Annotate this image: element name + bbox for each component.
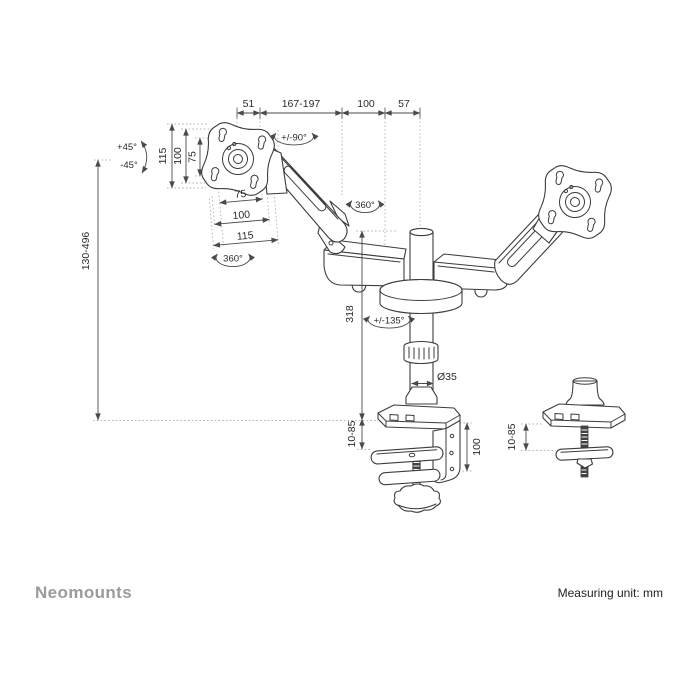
vesa-plate-left [198, 119, 278, 199]
angle-swivel: +/-90° [281, 133, 307, 144]
arm-rotation-icon [362, 315, 416, 329]
clamp-knob [393, 483, 441, 513]
dim-vesa-v-outer: 115 [157, 147, 169, 164]
dimension-lines [95, 107, 529, 472]
dim-top-arm-range: 167-197 [282, 98, 321, 110]
dim-vesa-h-inner: 75 [234, 188, 247, 201]
angle-vesa-rotation: 360° [223, 254, 243, 265]
dim-height-range: 130-496 [80, 232, 92, 271]
angle-tilt-up: +45° [117, 142, 137, 153]
tilt-arc-icon [140, 140, 148, 174]
gas-spring-arm-left [256, 143, 350, 255]
grommet-nut [576, 458, 594, 469]
angle-arm-rotation: +/-135° [373, 316, 404, 327]
rotation-disc [379, 278, 463, 315]
dim-grommet-range: 10-85 [506, 423, 518, 450]
dimension-labels: 51 167-197 100 57 115 100 75 75 100 115 … [80, 98, 518, 456]
angle-symbols [140, 132, 416, 329]
dim-vesa-v-inner: 75 [187, 151, 199, 163]
pole-base-flare [405, 386, 438, 405]
angle-tilt-down: -45° [120, 160, 138, 171]
dim-top-pole-offset: 57 [398, 98, 410, 110]
measuring-unit-label: Measuring unit: mm [558, 586, 663, 600]
dim-vesa-h-mid: 100 [232, 209, 251, 222]
angle-pole-rotation: 360° [355, 200, 375, 211]
grommet-bar [555, 446, 614, 461]
clamp-foot [378, 468, 441, 486]
vesa-plate-right [535, 162, 615, 242]
dim-clamp-range: 10-85 [346, 420, 358, 447]
pole-rotation-icon [345, 200, 385, 213]
dim-vesa-v-mid: 100 [172, 147, 184, 165]
clamp-middle-jaw [370, 446, 444, 465]
dim-clamp-body-height: 100 [471, 438, 483, 456]
dim-top-rear-arm: 100 [357, 98, 375, 110]
dim-pole-height: 318 [344, 305, 356, 323]
brand-logo: Neomounts [35, 583, 132, 602]
dim-top-plate-offset: 51 [243, 98, 255, 110]
dim-vesa-h-outer: 115 [236, 229, 254, 242]
vesa-rotation-icon [211, 253, 255, 268]
desk-clamp [370, 404, 461, 513]
pole-adjustment-ring [403, 340, 439, 365]
dim-pole-diameter: Ø35 [437, 371, 457, 383]
swivel-rotation-icon [269, 132, 319, 146]
grommet-mount-detail [542, 377, 626, 478]
